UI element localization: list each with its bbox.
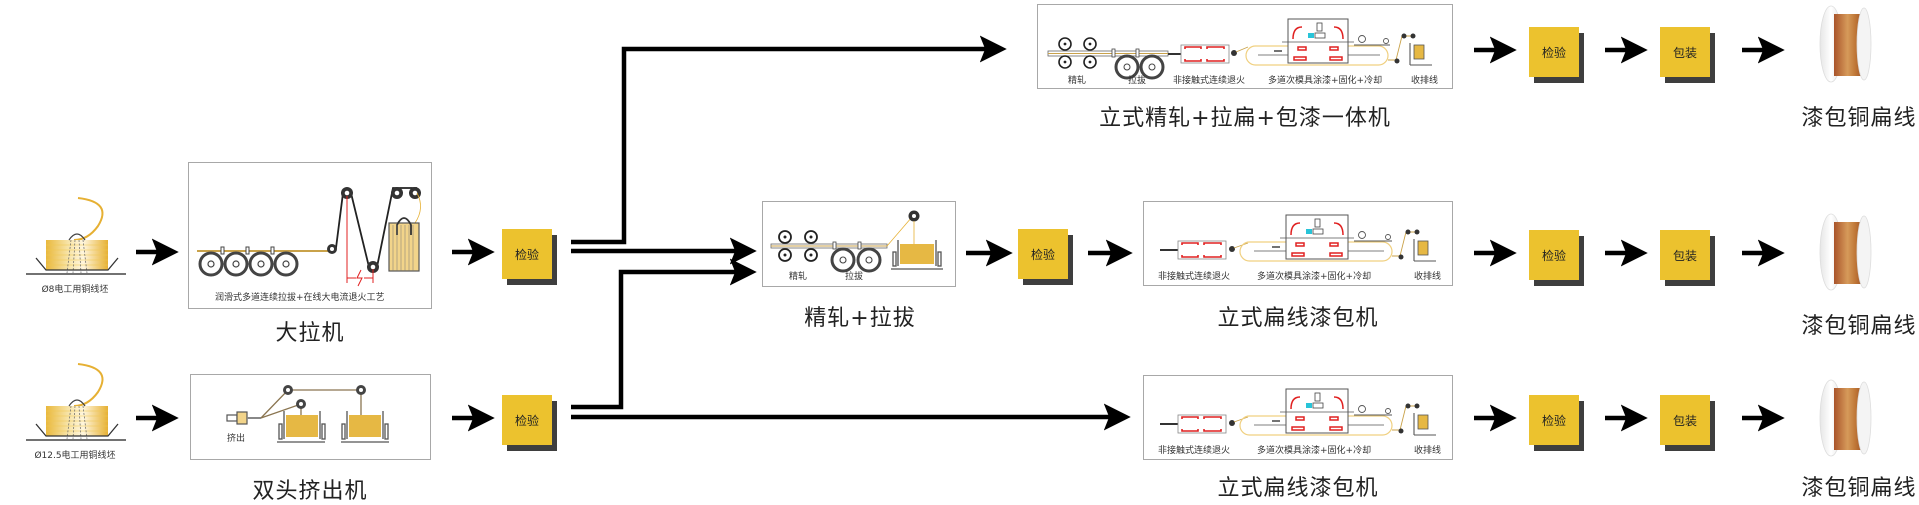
extruder-machine-title: 双头挤出机	[252, 479, 368, 504]
extrude-caption: 挤出	[227, 434, 246, 444]
finish-roll-machine-title: 精轧+拉拔	[804, 306, 916, 331]
product-enameled-flat-wire-2: 漆包铜扁线	[1800, 210, 1919, 340]
draw-caption: 拉拔	[845, 272, 864, 282]
roll-caption: 精轧	[1068, 76, 1087, 86]
coat-caption: 多道次模具涂漆+固化+冷却	[1257, 272, 1372, 282]
package-step-row1: 包装	[1660, 27, 1715, 83]
inspect-label: 检验	[1529, 395, 1579, 445]
big-drawing-machine-panel: 润滑式多道连续拉拔+在线大电流退火工艺	[188, 162, 432, 309]
raw-material-coil-1: Ø8电工用铜线坯	[18, 190, 133, 300]
integrated-machine-title: 立式精轧+拉扁+包漆一体机	[1099, 106, 1391, 131]
inspect-step-1: 检验	[502, 229, 557, 285]
package-label: 包装	[1660, 395, 1710, 445]
enamel-machine-diagram	[1160, 214, 1436, 262]
extruder-machine-diagram	[226, 385, 389, 443]
product-label: 漆包铜扁线	[1801, 476, 1917, 501]
anneal-caption: 非接触式连续退火	[1158, 272, 1231, 282]
big-drawing-caption: 润滑式多道连续拉拔+在线大电流退火工艺	[215, 293, 385, 303]
integrated-machine-diagram	[1047, 18, 1432, 80]
enamel-machine-1-panel: 非接触式连续退火 多道次模具涂漆+固化+冷却 收排线	[1143, 201, 1453, 286]
enamel-machine-2-panel: 非接触式连续退火 多道次模具涂漆+固化+冷却 收排线	[1143, 375, 1453, 460]
integrated-machine-panel: 精轧 拉拔 非接触式连续退火 多道次模具涂漆+固化+冷却 收排线	[1037, 4, 1453, 89]
inspect-step-row3: 检验	[1529, 395, 1584, 451]
raw-material-label: Ø8电工用铜线坯	[41, 285, 109, 295]
package-label: 包装	[1660, 27, 1710, 77]
inspect-step-3: 检验	[1018, 229, 1073, 285]
package-step-row3: 包装	[1660, 395, 1715, 451]
copper-spool-icon	[1819, 5, 1872, 83]
big-drawing-machine-title: 大拉机	[275, 321, 345, 346]
enamel-machine-diagram	[1160, 388, 1436, 436]
arrow-inspect2-to-finish-roll	[571, 258, 757, 410]
arrow-inspect1-to-integrated	[571, 35, 1007, 245]
product-label: 漆包铜扁线	[1801, 314, 1917, 339]
copper-coil-icon	[26, 363, 126, 441]
inspect-label: 检验	[1529, 27, 1579, 77]
copper-spool-icon	[1819, 213, 1872, 291]
enamel-machine-2-title: 立式扁线漆包机	[1217, 476, 1379, 501]
product-label: 漆包铜扁线	[1801, 106, 1917, 131]
raw-material-coil-2: Ø12.5电工用铜线坯	[18, 356, 133, 466]
copper-spool-icon	[1819, 379, 1872, 457]
inspect-label: 检验	[1018, 229, 1068, 279]
inspect-step-row1: 检验	[1529, 27, 1584, 83]
package-step-row2: 包装	[1660, 230, 1715, 286]
anneal-caption: 非接触式连续退火	[1173, 76, 1246, 86]
roll-caption: 精轧	[789, 272, 808, 282]
draw-caption: 拉拔	[1128, 76, 1147, 86]
inspect-label: 检验	[502, 395, 552, 445]
inspect-label: 检验	[502, 229, 552, 279]
finish-roll-machine-diagram	[770, 210, 943, 273]
coat-caption: 多道次模具涂漆+固化+冷却	[1257, 446, 1372, 456]
anneal-caption: 非接触式连续退火	[1158, 446, 1231, 456]
extruder-machine-panel: 挤出	[190, 374, 431, 460]
finish-roll-machine-panel: 精轧 拉拔	[762, 201, 956, 287]
inspect-label: 检验	[1529, 230, 1579, 280]
copper-coil-icon	[26, 197, 126, 275]
coat-caption: 多道次模具涂漆+固化+冷却	[1268, 76, 1383, 86]
big-drawing-machine-diagram	[197, 187, 421, 287]
takeup-caption: 收排线	[1411, 76, 1439, 86]
inspect-step-2: 检验	[502, 395, 557, 451]
takeup-caption: 收排线	[1414, 446, 1442, 456]
product-enameled-flat-wire-1: 漆包铜扁线	[1800, 2, 1919, 132]
raw-material-label: Ø12.5电工用铜线坯	[34, 451, 116, 461]
package-label: 包装	[1660, 230, 1710, 280]
product-enameled-flat-wire-3: 漆包铜扁线	[1800, 376, 1919, 501]
inspect-step-row2: 检验	[1529, 230, 1584, 286]
takeup-caption: 收排线	[1414, 272, 1442, 282]
enamel-machine-1-title: 立式扁线漆包机	[1217, 306, 1379, 331]
